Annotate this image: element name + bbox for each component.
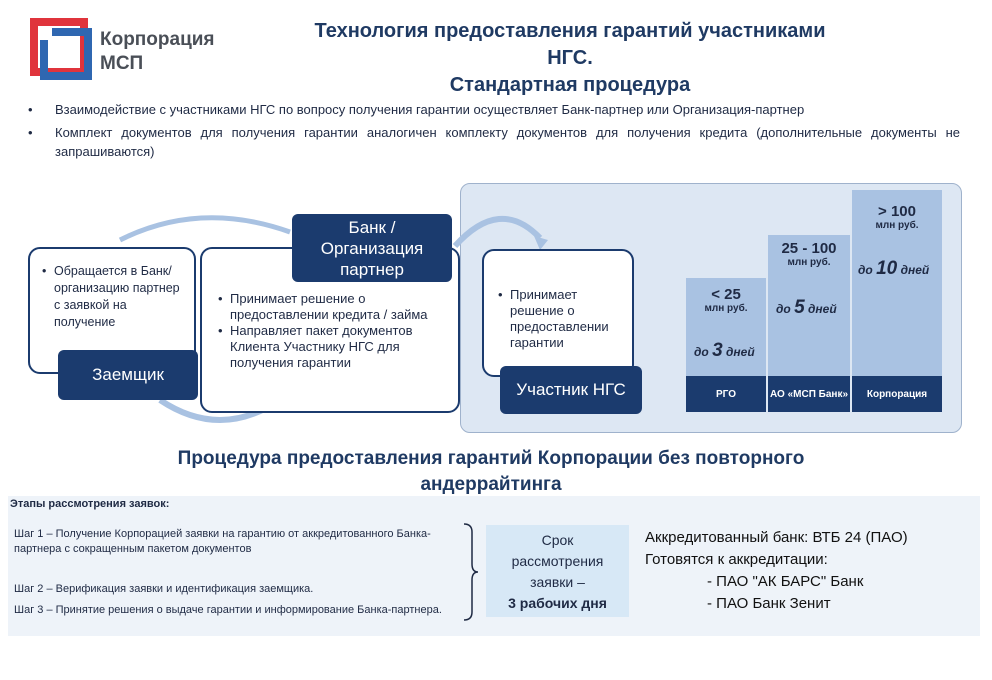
term-line1: Срок [541,532,574,548]
bank-tag: Банк / Организация партнер [292,214,452,282]
term-number: 3 [712,340,723,361]
tier-amount-value: < 25 [711,286,741,303]
steps-heading: Этапы рассмотрения заявок: [10,498,170,510]
term-suffix: дней [808,302,837,316]
logo-line1: Корпорация [100,29,215,50]
term-prefix: до [694,345,709,359]
term-number: 10 [876,258,898,279]
title-line2: НГС. [547,47,593,69]
participant-box: Принимает решение о предоставлении гаран… [482,249,634,377]
term-line2: рассмотрения [511,553,604,569]
subtitle-line2: андеррайтинга [420,474,562,495]
tier-amount-value: 25 - 100 [781,240,837,257]
brace-icon [463,523,479,621]
borrower-tag: Заемщик [58,350,198,400]
logo-text: Корпорация МСП [100,28,215,76]
title-line1: Технология предоставления гарантий участ… [314,20,826,42]
step-item: Шаг 2 – Верификация заявки и идентификац… [14,583,314,595]
intro-bullet: Взаимодействие с участниками НГС по вопр… [28,100,960,119]
tier-org-medium: АО «МСП Банк» [768,376,850,412]
logo-line2: МСП [100,53,144,74]
tier-bar-large [852,190,942,376]
tier-term-medium: до 5 дней [776,297,837,319]
step-item: Шаг 1 – Получение Корпорацией заявки на … [14,528,431,555]
tier-bar-small [686,278,766,376]
bank-action: Принимает решение о предоставлении креди… [216,291,450,323]
step-item: Шаг 3 – Принятие решения о выдаче гарант… [14,604,442,616]
title-line3: Стандартная процедура [449,74,691,96]
tier-org-small: РГО [686,376,766,412]
tier-bar-medium [768,235,850,376]
subtitle-line1: Процедура предоставления гарантий Корпор… [177,448,805,469]
tier-amount-medium: 25 - 100 млн руб. [762,240,856,268]
section-subtitle: Процедура предоставления гарантий Корпор… [60,446,922,498]
term-prefix: до [776,302,791,316]
term-prefix: до [858,263,873,277]
accr-line4: - ПАО Банк Зенит [707,595,831,612]
term-line3: заявки – [530,574,585,590]
borrower-text: Обращается в Банк/организацию партнер с … [40,263,184,331]
term-suffix: дней [900,263,930,277]
arrow-loop-top [118,215,291,243]
logo-mark-icon [30,18,92,80]
accreditation-info: Аккредитованный банк: ВТБ 24 (ПАО) Готов… [645,527,908,615]
intro-bullet: Комплект документов для получения гарант… [28,123,960,161]
tier-amount-unit: млн руб. [875,220,919,231]
intro-bullets: Взаимодействие с участниками НГС по вопр… [28,100,960,165]
term-suffix: дней [726,345,755,359]
tier-amount-unit: млн руб. [787,257,831,268]
term-number: 5 [794,297,805,318]
tier-org-large: Корпорация [852,376,942,412]
page-title: Технология предоставления гарантий участ… [240,18,900,99]
participant-text: Принимает решение о предоставлении гаран… [496,287,626,351]
corporation-logo: Корпорация МСП [30,18,230,88]
tier-amount-value: > 100 [878,203,916,220]
tier-amount-large: > 100 млн руб. [852,203,942,231]
accr-line1: Аккредитованный банк: ВТБ 24 (ПАО) [645,529,908,546]
tier-term-large: до 10 дней [858,258,929,280]
term-line4: 3 рабочих дня [508,595,607,611]
tier-amount-small: < 25 млн руб. [686,286,766,314]
participant-tag: Участник НГС [500,366,642,414]
accr-line3: - ПАО "АК БАРС" Банк [707,573,864,590]
tier-amount-unit: млн руб. [704,303,748,314]
tier-term-small: до 3 дней [694,340,755,362]
review-term-box: Срок рассмотрения заявки – 3 рабочих дня [486,525,629,617]
accr-line2: Готовятся к аккредитации: [645,551,828,568]
bank-action: Направляет пакет документов Клиента Учас… [216,323,450,371]
